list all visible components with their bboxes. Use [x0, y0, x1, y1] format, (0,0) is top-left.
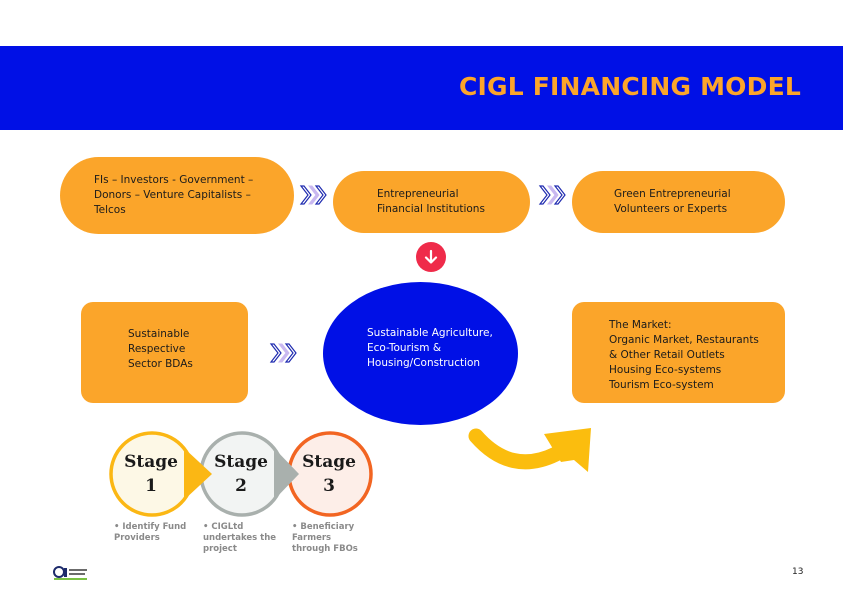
stage-2-circle [199, 431, 299, 517]
chevron-arrows-icon [299, 185, 327, 205]
funders-text: FIs – Investors - Government – Donors – … [94, 174, 254, 216]
stage-2-bullet: • CIGLtd undertakes the project [203, 522, 277, 554]
bda-box: Sustainable Respective Sector BDAs [81, 302, 248, 403]
stages-graphic [109, 431, 373, 517]
header-band: CIGL FINANCING MODEL [0, 46, 843, 130]
down-arrow-icon [416, 242, 446, 272]
company-logo [53, 566, 87, 580]
market-box: The Market: Organic Market, Restaurants … [572, 302, 785, 403]
stage-3-label: Stage 3 [302, 452, 356, 496]
sectors-ellipse: Sustainable Agriculture, Eco-Tourism & H… [323, 282, 518, 425]
efi-text: Entrepreneurial Financial Institutions [377, 188, 485, 215]
chevron-arrows-icon [538, 185, 566, 205]
volunteers-text: Green Entrepreneurial Volunteers or Expe… [614, 188, 731, 215]
slide-title: CIGL FINANCING MODEL [458, 72, 801, 101]
volunteers-box: Green Entrepreneurial Volunteers or Expe… [572, 171, 785, 233]
sectors-text: Sustainable Agriculture, Eco-Tourism & H… [367, 327, 493, 369]
stage-1-circle [109, 431, 212, 517]
curved-arrow-icon [468, 428, 591, 472]
efi-box: Entrepreneurial Financial Institutions [333, 171, 530, 233]
bda-text: Sustainable Respective Sector BDAs [128, 328, 193, 370]
stage-1-bullet: • Identify Fund Providers [114, 522, 187, 543]
page-number: 13 [792, 567, 804, 577]
stage-2-label: Stage 2 [214, 452, 268, 496]
funders-box: FIs – Investors - Government – Donors – … [60, 157, 294, 234]
stage-1-label: Stage 1 [124, 452, 178, 496]
stage-3-bullet: • Beneficiary Farmers through FBOs [292, 522, 358, 554]
chevron-arrows-icon [269, 343, 297, 363]
market-text: The Market: Organic Market, Restaurants … [609, 319, 759, 391]
